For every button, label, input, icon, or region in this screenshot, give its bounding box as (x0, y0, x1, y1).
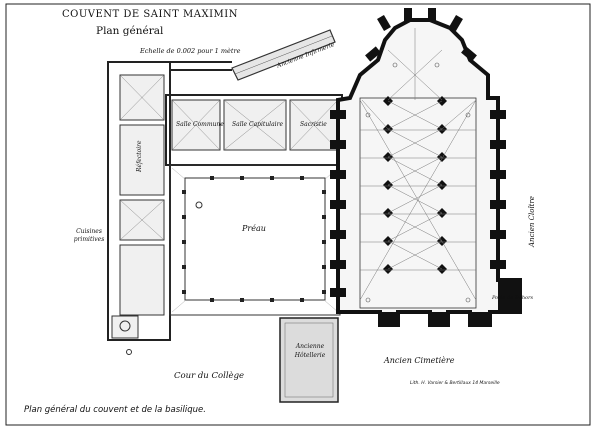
cloister-piers (182, 176, 326, 302)
label-sacristie: Sacristie (300, 121, 327, 128)
label-ancien-cloitre: Ancien Cloître (528, 196, 536, 247)
label-cuisines-primitives: Cuisines primitives (73, 228, 105, 243)
label-ancienne-hotellerie: Ancienne Hôtellerie (294, 343, 326, 359)
label-salle-capitulaire: Salle Capitulaire (232, 121, 284, 128)
infirmerie-building (231, 29, 336, 81)
room-vault-lines (119, 74, 339, 241)
basilica (330, 8, 522, 327)
label-preau: Préau (242, 224, 266, 233)
well (195, 201, 203, 209)
small-well (126, 349, 132, 355)
cloister-walk (169, 164, 341, 316)
label-cour-du-college: Cour du Collège (174, 371, 245, 381)
label-porte-dehors: Porte de Dehors (492, 295, 534, 301)
label-ancien-cimetiere: Ancien Cimetière (384, 356, 455, 365)
plan-subtitle: Plan général (96, 25, 164, 37)
plan-title: COUVENT DE SAINT MAXIMIN (62, 9, 238, 20)
hotellerie-building (279, 317, 339, 403)
scale-note: Echelle de 0.002 pour 1 mètre (140, 47, 241, 55)
cloister-vault-lines (171, 167, 339, 313)
printer-credit: Lith. H. Varsier & Bertillaux 14 Marseil… (410, 381, 500, 386)
figure-caption: Plan général du couvent et de la basiliq… (24, 405, 206, 415)
round-stair (119, 320, 131, 332)
label-refectoire: Réfectoire (136, 140, 143, 172)
frame-border (5, 3, 591, 426)
label-salle-commune: Salle Commune (176, 121, 224, 128)
